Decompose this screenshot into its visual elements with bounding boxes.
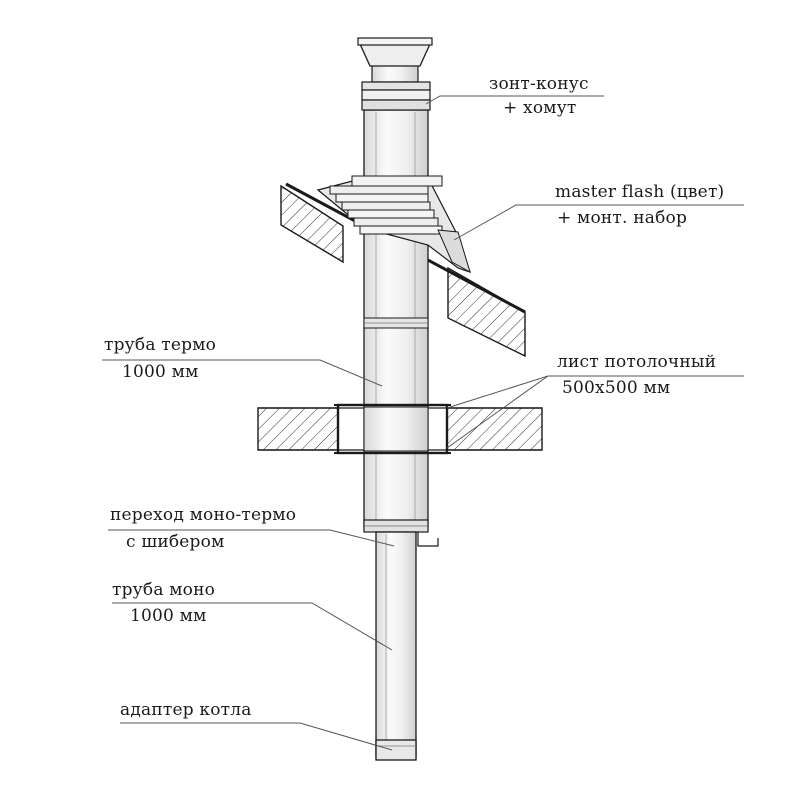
label-cone-line1: зонт-конус — [489, 74, 589, 94]
leader-thermo — [102, 359, 383, 387]
roof-left — [280, 184, 344, 264]
label-thermo-line1: труба термо — [104, 335, 217, 355]
transition-mono-thermo — [363, 519, 439, 547]
leader-sheet-bottom — [446, 375, 549, 449]
label-adapter-line1: адаптер котла — [120, 700, 252, 720]
label-mono-line1: труба моно — [112, 580, 216, 600]
label-cone-line2: + хомут — [503, 98, 577, 118]
label-flash-line1: master flash (цвет) — [555, 182, 725, 202]
roof-right — [447, 266, 526, 358]
label-sheet-line1: лист потолочный — [557, 352, 717, 372]
leader-lines — [102, 95, 744, 751]
leader-transition — [108, 529, 395, 547]
mono-pipe — [375, 531, 417, 759]
master-flash — [316, 175, 471, 274]
ceiling-sheet — [334, 403, 451, 455]
leader-mono — [112, 602, 393, 651]
cone-cap — [357, 37, 433, 111]
boiler-adapter — [375, 739, 417, 761]
ceiling-slab — [257, 407, 543, 451]
thermo-pipe — [363, 109, 429, 529]
label-mono-line2: 1000 мм — [130, 606, 207, 626]
label-transition-line1: переход моно-термо — [110, 505, 297, 525]
leader-flash — [453, 204, 744, 241]
label-flash-line2: + монт. набор — [557, 208, 688, 228]
label-transition-line2: с шибером — [126, 532, 225, 552]
label-sheet-line2: 500x500 мм — [562, 378, 671, 398]
leader-cone — [425, 95, 604, 105]
leader-adapter — [120, 722, 393, 751]
label-thermo-line2: 1000 мм — [122, 362, 199, 382]
